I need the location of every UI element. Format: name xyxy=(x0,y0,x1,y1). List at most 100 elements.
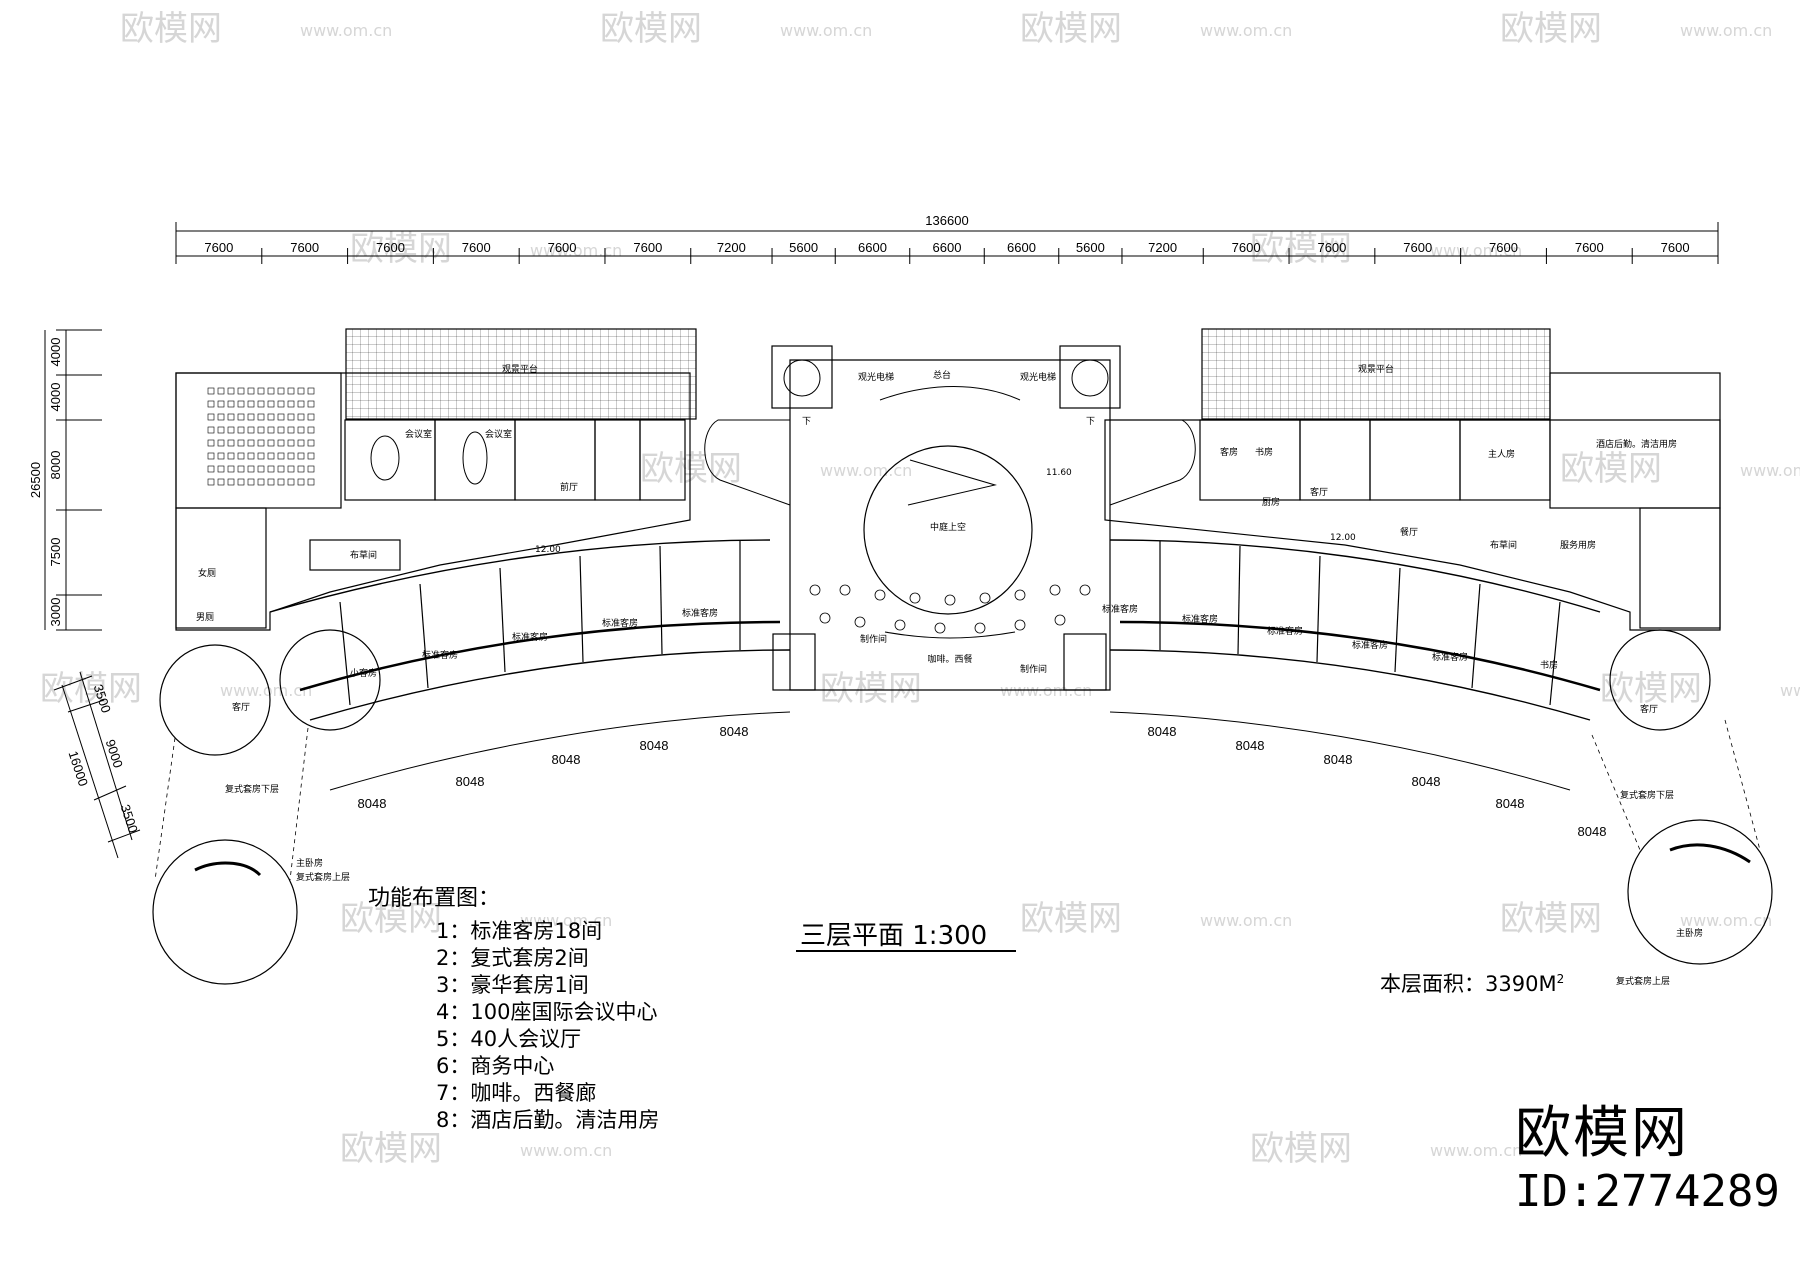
label-master-bed-right: 主卧房 xyxy=(1676,927,1703,939)
top-span-label: 7600 xyxy=(290,240,319,255)
left-span-label: 7500 xyxy=(48,538,63,567)
auditorium-seat xyxy=(227,400,235,408)
watermark-url: www.om.cn xyxy=(300,21,392,40)
auditorium-seat xyxy=(257,478,265,486)
label-dining: 餐厅 xyxy=(1400,526,1418,538)
label-standard-room: 标准客房 xyxy=(682,607,718,619)
auditorium-seat xyxy=(307,400,315,408)
floor-area: 本层面积：3390M2 xyxy=(1380,968,1564,998)
auditorium-seat xyxy=(247,413,255,421)
overall-dimension: 136600 xyxy=(925,213,968,228)
label-viewing-platform-left: 观景平台 xyxy=(502,363,538,375)
label-small-living: 小客房 xyxy=(350,667,377,679)
cafe-table xyxy=(909,592,921,604)
label-duplex-lower-left: 复式套房下层 xyxy=(225,783,279,795)
watermark-brand: 欧模网 xyxy=(600,9,702,49)
legend-item: 2：复式套房2间 xyxy=(436,946,589,970)
left-span-label: 4000 xyxy=(48,383,63,412)
label-down-right: 下 xyxy=(1086,417,1095,427)
watermark-brand: 欧模网 xyxy=(1020,899,1122,939)
watermark-brand: 欧模网 xyxy=(340,1129,442,1169)
label-back-office: 酒店后勤。清洁用房 xyxy=(1596,438,1677,450)
business-center-1 xyxy=(594,419,641,501)
right-stair xyxy=(1063,633,1107,691)
right-elevator xyxy=(1059,345,1121,409)
auditorium-seat xyxy=(287,439,295,447)
left-dimension-chain xyxy=(44,329,102,631)
auditorium-seat xyxy=(247,400,255,408)
watermark-url: www.om.cn xyxy=(1430,241,1522,260)
floor-area-label: 本层面积：3390M xyxy=(1380,972,1557,996)
auditorium-seat xyxy=(307,439,315,447)
watermark-url: www.om.cn xyxy=(780,21,872,40)
top-span-label: 7200 xyxy=(1148,240,1177,255)
auditorium-seat xyxy=(307,413,315,421)
watermark-brand: 欧模网 xyxy=(120,9,222,49)
watermark-url: www.om.cn xyxy=(1680,911,1772,930)
label-duplex-upper-right: 复式套房上层 xyxy=(1616,975,1670,987)
auditorium-seat xyxy=(227,426,235,434)
watermark-brand: 欧模网 xyxy=(1560,449,1662,489)
room-divider xyxy=(1237,545,1241,655)
auditorium-seat xyxy=(287,478,295,486)
auditorium-seat xyxy=(277,478,285,486)
auditorium-seat xyxy=(267,400,275,408)
auditorium-seat xyxy=(217,465,225,473)
top-span-label: 6600 xyxy=(858,240,887,255)
label-standard-room: 标准客房 xyxy=(1102,603,1138,615)
label-master: 主人房 xyxy=(1488,448,1515,460)
auditorium-seat xyxy=(287,400,295,408)
auditorium-seat xyxy=(267,439,275,447)
label-duplex-upper-left: 复式套房上层 xyxy=(296,871,350,883)
left-elevator xyxy=(771,345,833,409)
auditorium-seat xyxy=(227,478,235,486)
cafe-table xyxy=(979,592,991,604)
left-span-label: 8000 xyxy=(48,451,63,480)
label-linen-left: 布草间 xyxy=(350,549,377,561)
watermark-brand: 欧模网 xyxy=(1600,669,1702,709)
auditorium-seat xyxy=(247,439,255,447)
front-hall-left xyxy=(514,419,596,501)
room-divider xyxy=(579,555,584,663)
auditorium-seat xyxy=(297,400,305,408)
right-duplex-living xyxy=(1609,629,1711,731)
left-wing xyxy=(159,328,791,756)
top-span-label: 7600 xyxy=(462,240,491,255)
label-duplex-lower-right: 复式套房下层 xyxy=(1620,789,1674,801)
auditorium-seat xyxy=(237,413,245,421)
cafe-table xyxy=(839,584,851,596)
watermark-url: www.om.cn xyxy=(1430,1141,1522,1160)
auditorium-seat xyxy=(217,426,225,434)
watermark-url: www.om.cn xyxy=(820,461,912,480)
legend-item: 7：咖啡。西餐廊 xyxy=(436,1081,597,1105)
legend-item: 5：40人会议厅 xyxy=(436,1027,582,1051)
cafe-table xyxy=(819,612,831,624)
room-divider xyxy=(339,601,351,706)
label-standard-room: 标准客房 xyxy=(1267,625,1303,637)
label-cafe: 咖啡。西餐 xyxy=(927,653,972,665)
auditorium-seat xyxy=(217,439,225,447)
left-viewing-platform xyxy=(345,328,697,420)
top-dimension-chain xyxy=(175,222,1719,264)
auditorium-seat xyxy=(247,426,255,434)
auditorium-seat xyxy=(237,452,245,460)
curve-dim-label: 8048 xyxy=(1578,824,1607,839)
auditorium-seat xyxy=(297,465,305,473)
watermark-brand: 欧模网 xyxy=(340,899,442,939)
room-divider xyxy=(1394,567,1401,673)
legend-title: 功能布置图： xyxy=(368,886,501,911)
top-span-label: 7600 xyxy=(1317,240,1346,255)
label-prep-right: 制作间 xyxy=(1020,663,1047,675)
cafe-table xyxy=(934,622,946,634)
auditorium-seat xyxy=(307,452,315,460)
watermark-url: www.om.cn xyxy=(1200,911,1292,930)
left-span-label: 3000 xyxy=(48,598,63,627)
auditorium-seat xyxy=(257,400,265,408)
diag-span-3: 3500 xyxy=(118,803,141,835)
auditorium-seat xyxy=(217,478,225,486)
label-prep-left: 制作间 xyxy=(860,633,887,645)
auditorium-seat xyxy=(287,452,295,460)
auditorium-seat xyxy=(207,465,215,473)
